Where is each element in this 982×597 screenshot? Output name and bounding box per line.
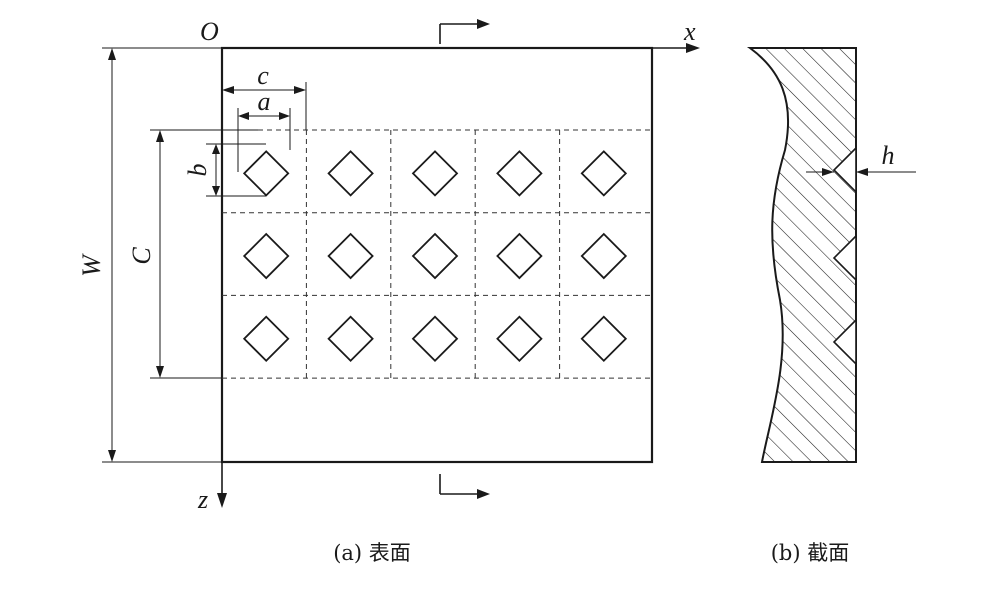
dimple-diamond [327,150,374,197]
dimple-diamond [496,150,543,197]
dimple-diamond [327,232,374,280]
origin-label: O [200,17,219,46]
dimple-diamond [327,315,374,363]
dimension-c-horizontal [221,82,307,130]
dimension-b [206,143,266,197]
dimension-h [806,168,916,176]
pattern-height-label: b [183,164,212,177]
section-view: h (b) 截面 [746,47,916,565]
pitch-horizontal-label: c [257,61,269,90]
dimple-diamond [242,315,290,363]
caption-surface: (a) 表面 [333,541,411,565]
depth-label: h [882,141,895,170]
z-axis-arrow [217,493,227,508]
dimension-c-vertical [150,129,258,379]
section-marker-top [439,19,490,44]
section-notch [832,318,857,366]
dimple-array [242,150,628,363]
x-axis-label: x [683,17,696,46]
caption-section: (b) 截面 [771,541,850,565]
dimple-diamond [411,315,459,363]
pattern-width-label: a [258,87,271,116]
z-axis-label: z [197,485,208,514]
dimple-diamond [580,232,628,280]
dimple-diamond [242,232,290,280]
width-label: W [77,253,106,277]
dimension-w [102,47,222,463]
section-notch [832,234,857,282]
section-notches [832,146,857,366]
dimple-diamond [496,232,543,280]
dimple-diamond [580,150,628,197]
x-axis-arrow [686,43,700,53]
dimple-diamond [580,315,628,363]
pitch-vertical-label: C [127,247,156,265]
dimple-diamond [496,315,543,363]
surface-view: O x z W C b c a (a) 表面 [77,17,700,565]
dimple-diamond [242,150,290,197]
dimension-a [237,108,291,172]
section-outline [746,47,857,463]
dimple-diamond [411,150,459,197]
section-notch [832,146,857,194]
section-marker-bottom [439,474,490,499]
dimple-diamond [411,232,459,280]
